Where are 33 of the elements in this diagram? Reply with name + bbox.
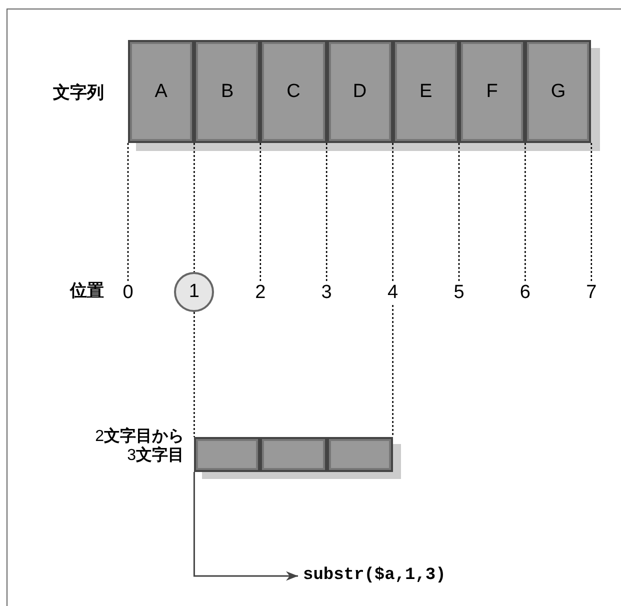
arrow — [193, 472, 298, 581]
letter-cell: G — [525, 40, 592, 143]
letter-cell: C — [260, 40, 327, 143]
row-label: 文字列 — [52, 83, 104, 104]
position-circle: 1 — [174, 272, 214, 312]
guide-line — [392, 143, 394, 281]
range-note: 2文字目から3文字目 — [94, 427, 184, 466]
guide-line — [260, 143, 262, 281]
position-number: 5 — [447, 281, 471, 305]
code-text: substr($a,1,3) — [303, 565, 446, 587]
letter-cell: E — [392, 40, 459, 143]
substring-cell — [194, 437, 260, 472]
guide-line — [326, 143, 328, 281]
guide-line — [194, 143, 195, 272]
position-number: 0 — [116, 281, 140, 305]
position-number: 2 — [248, 281, 272, 305]
guide-line — [194, 312, 195, 437]
letter-cell: B — [194, 40, 260, 143]
position-number: 3 — [314, 281, 339, 305]
guide-line — [524, 143, 526, 281]
position-number: 4 — [380, 281, 405, 305]
row-label: 位置 — [68, 281, 104, 302]
position-number: 7 — [579, 281, 604, 305]
letter-cell: D — [326, 40, 393, 143]
guide-line — [458, 143, 460, 281]
position-number: 6 — [513, 281, 538, 305]
guide-line — [590, 143, 592, 281]
substring-cell — [326, 437, 393, 472]
guide-line — [127, 143, 129, 281]
letter-cell: A — [128, 40, 194, 143]
letter-cell: F — [459, 40, 526, 143]
substring-cell — [260, 437, 327, 472]
guide-line — [392, 305, 394, 437]
